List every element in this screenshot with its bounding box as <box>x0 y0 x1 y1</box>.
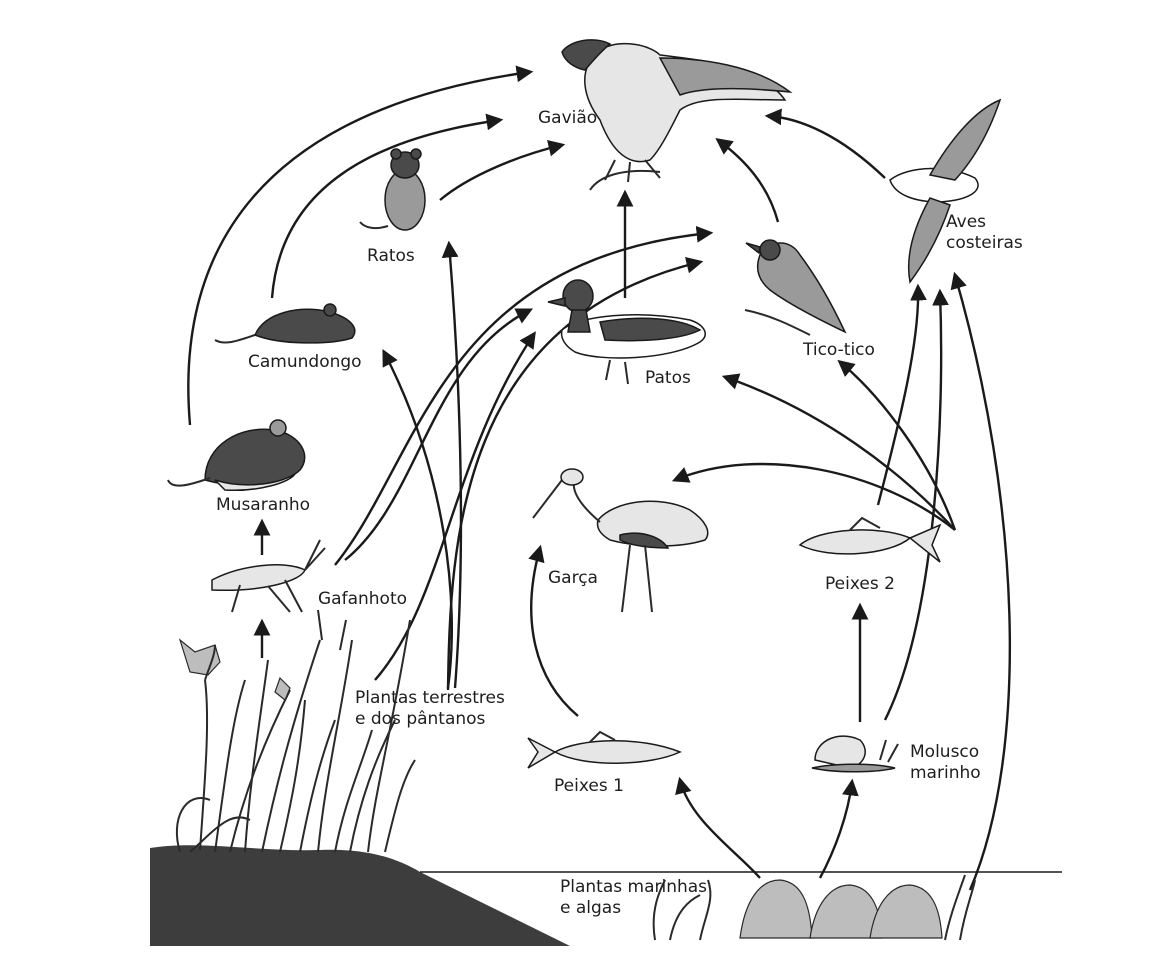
label-gaviao: Gavião <box>538 108 597 129</box>
label-garca: Garça <box>548 568 598 589</box>
label-ratos: Ratos <box>367 246 415 267</box>
label-camundongo: Camundongo <box>248 352 362 373</box>
label-tico-tico: Tico-tico <box>803 340 875 361</box>
label-musaranho: Musaranho <box>216 495 310 516</box>
label-patos: Patos <box>645 368 691 389</box>
label-peixes-2: Peixes 2 <box>825 574 895 595</box>
label-peixes-1: Peixes 1 <box>554 776 624 797</box>
label-gafanhoto: Gafanhoto <box>318 589 407 610</box>
